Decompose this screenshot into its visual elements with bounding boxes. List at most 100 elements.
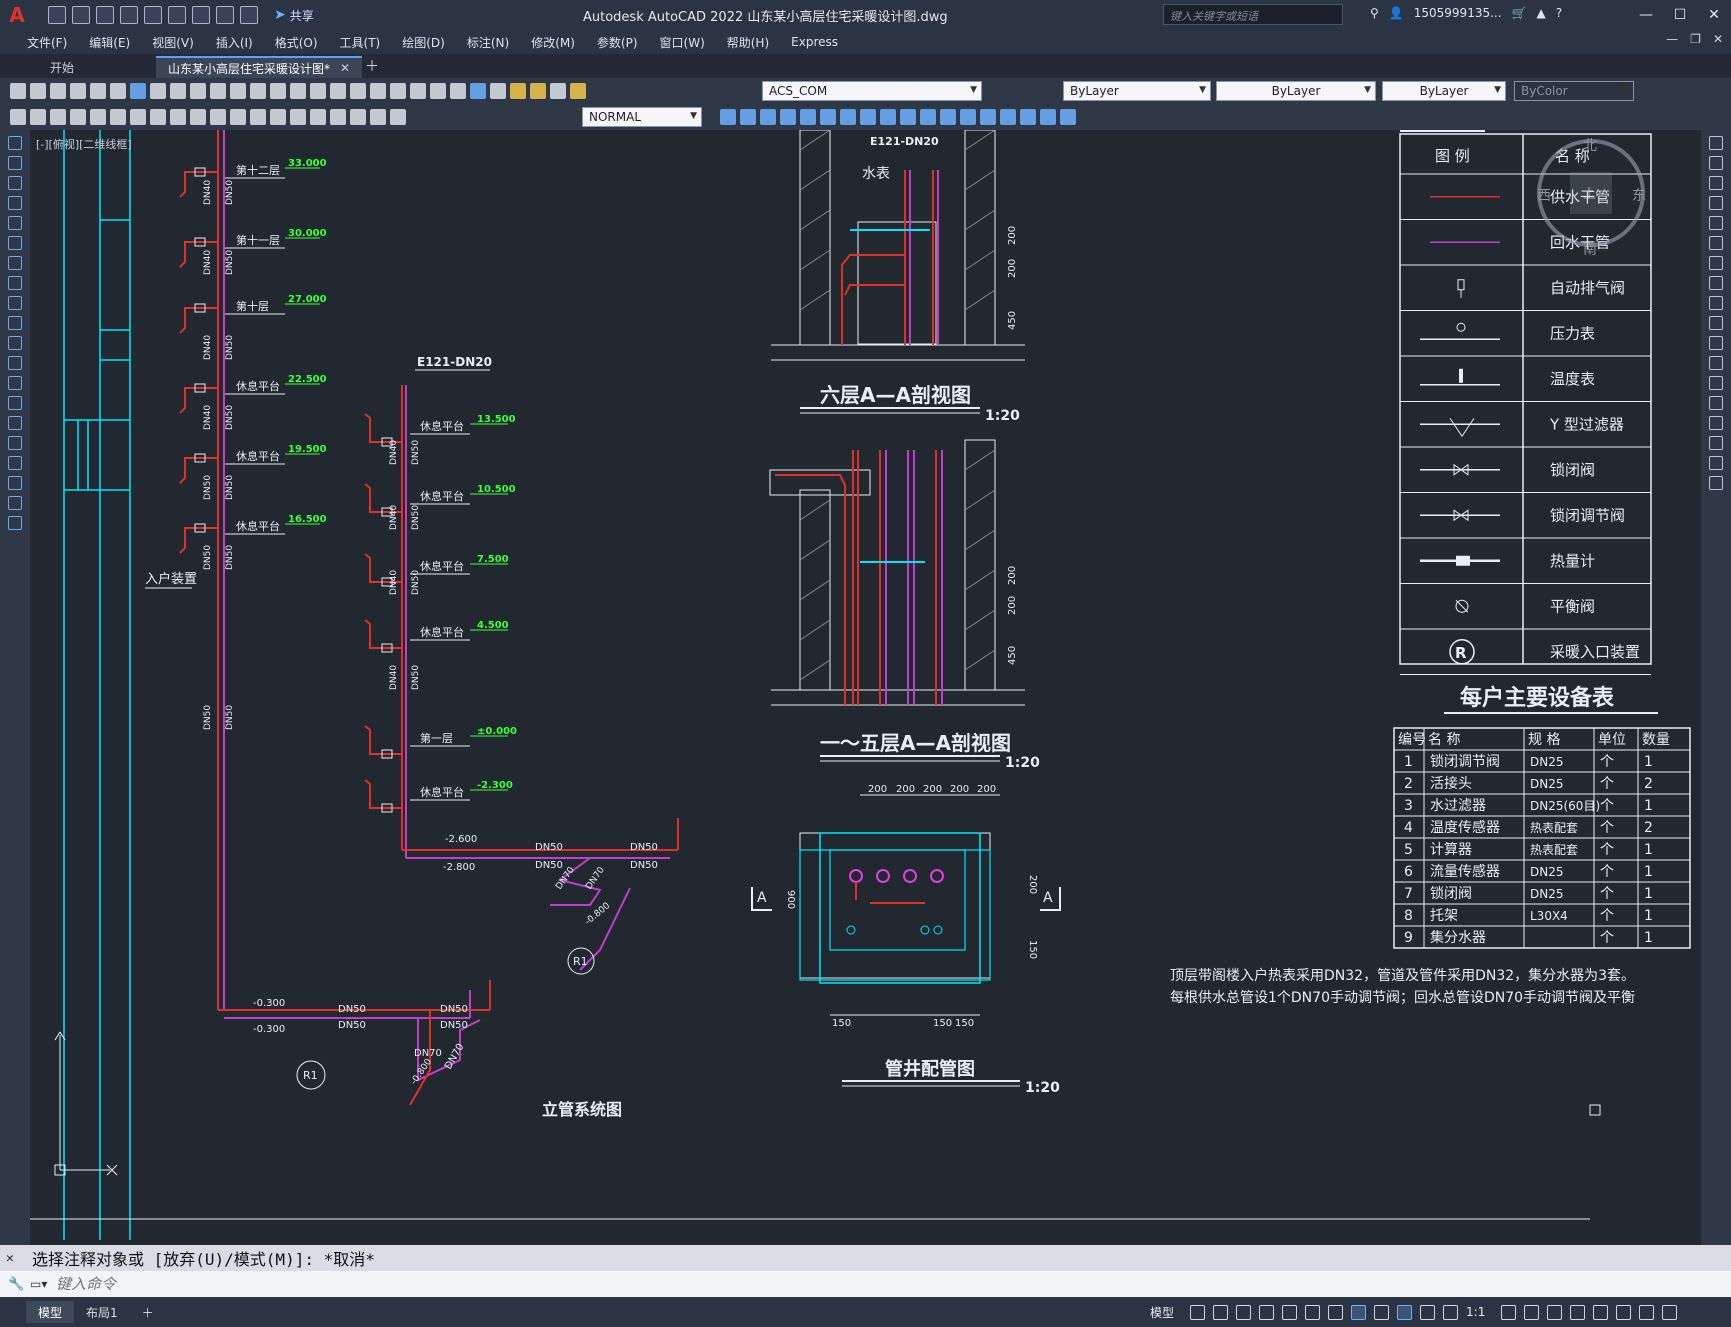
snap-icon[interactable]	[1213, 1304, 1229, 1320]
add-selected-icon[interactable]	[8, 516, 22, 530]
tab-drawing[interactable]: 山东某小高层住宅采暖设计图*✕	[156, 56, 363, 78]
r-break-icon[interactable]	[1709, 376, 1723, 390]
stretch-icon[interactable]	[880, 109, 896, 125]
minimize-icon[interactable]: —	[1639, 7, 1653, 23]
r-scale-icon[interactable]	[1709, 276, 1723, 290]
drawing-canvas[interactable]: [-][俯视][二维线框]	[30, 130, 1701, 1245]
object-track-icon[interactable]	[1305, 1304, 1321, 1320]
dim-break-icon[interactable]	[250, 109, 266, 125]
menu-parametric[interactable]: 参数(P)	[596, 35, 638, 50]
design-center-icon[interactable]	[370, 83, 386, 99]
r-move-icon[interactable]	[1709, 236, 1723, 250]
search-icon[interactable]: ⚲	[1370, 6, 1379, 20]
lock-icon[interactable]	[570, 83, 586, 99]
xline-icon[interactable]	[8, 156, 22, 170]
region-icon[interactable]	[8, 456, 22, 470]
publish-icon[interactable]	[110, 83, 126, 99]
tb-help-icon[interactable]	[470, 83, 486, 99]
array-icon[interactable]	[800, 109, 816, 125]
menu-file[interactable]: 文件(F)	[27, 35, 68, 50]
open-file-icon[interactable]	[30, 83, 46, 99]
r-array-icon[interactable]	[1709, 216, 1723, 230]
lineweight-icon[interactable]	[1374, 1304, 1390, 1320]
polyline-icon[interactable]	[8, 176, 22, 190]
match-prop-icon[interactable]	[190, 83, 206, 99]
gradient-icon[interactable]	[8, 436, 22, 450]
r-blend-icon[interactable]	[1709, 456, 1723, 470]
r-rotate-icon[interactable]	[1709, 256, 1723, 270]
command-prompt-icon[interactable]: ▭▾	[30, 1277, 48, 1291]
scale-icon[interactable]	[860, 109, 876, 125]
draworder-icon[interactable]	[1040, 109, 1056, 125]
tool-palette-icon[interactable]	[390, 83, 406, 99]
markup-icon[interactable]	[430, 83, 446, 99]
grid-icon[interactable]	[1190, 1304, 1206, 1320]
print-icon[interactable]	[70, 83, 86, 99]
lineweight-combo[interactable]: ByLayer▼	[1382, 81, 1506, 101]
doc-restore-icon[interactable]: ❐	[1690, 32, 1701, 46]
dim-text-edit-icon[interactable]	[370, 109, 386, 125]
close-command-icon[interactable]: ✕	[6, 1250, 14, 1266]
r-join-icon[interactable]	[1709, 396, 1723, 410]
tb-undo-icon[interactable]	[230, 83, 246, 99]
inspect-icon[interactable]	[310, 109, 326, 125]
help-icon[interactable]: ?	[1555, 6, 1563, 20]
ellipse-arc-icon[interactable]	[8, 336, 22, 350]
save-as-icon[interactable]	[120, 6, 138, 24]
customize-icon[interactable]	[1662, 1304, 1678, 1320]
units-icon[interactable]	[1547, 1304, 1563, 1320]
r-fillet-icon[interactable]	[1709, 436, 1723, 450]
doc-close-icon[interactable]: ✕	[1712, 32, 1723, 46]
dim-continue-icon[interactable]	[210, 109, 226, 125]
paste-icon[interactable]	[170, 83, 186, 99]
sheet-set-icon[interactable]	[410, 83, 426, 99]
tab-close-icon[interactable]: ✕	[340, 61, 351, 75]
share-button[interactable]: ➤共享	[274, 7, 314, 23]
dim-aligned-icon[interactable]	[30, 109, 46, 125]
autocad-logo[interactable]: A	[9, 3, 25, 27]
menu-window[interactable]: 窗口(W)	[659, 35, 705, 50]
textstyle-combo[interactable]: NORMAL▼	[582, 107, 702, 127]
maximize-icon[interactable]: ☐	[1673, 7, 1687, 23]
viewport-controls[interactable]: [-][俯视][二维线框]	[36, 138, 132, 151]
r-trim-icon[interactable]	[1709, 316, 1723, 330]
menu-format[interactable]: 格式(O)	[274, 35, 318, 50]
annotation-scale-value[interactable]: 1:1	[1466, 1305, 1486, 1319]
osnap-icon[interactable]	[1328, 1304, 1344, 1320]
jogged-linear-icon[interactable]	[330, 109, 346, 125]
preview-icon[interactable]	[90, 83, 106, 99]
menu-express[interactable]: Express	[791, 35, 838, 49]
dim-baseline-icon[interactable]	[190, 109, 206, 125]
fullscreen-icon[interactable]	[1639, 1304, 1655, 1320]
polar-icon[interactable]	[1259, 1304, 1275, 1320]
properties-icon[interactable]	[350, 83, 366, 99]
pan-icon[interactable]	[270, 83, 286, 99]
autodesk-app-icon[interactable]: ▲	[1536, 6, 1546, 20]
fillet-icon[interactable]	[1000, 109, 1016, 125]
linetype-combo[interactable]: ByLayer▼	[1216, 81, 1376, 101]
workspace-gear-icon[interactable]	[1501, 1304, 1517, 1320]
annotation-scale-icon[interactable]	[1443, 1304, 1459, 1320]
tab-model[interactable]: 模型	[26, 1301, 75, 1323]
erase-icon[interactable]	[720, 109, 736, 125]
r-explode-icon[interactable]	[1709, 476, 1723, 490]
mtext-icon[interactable]	[8, 496, 22, 510]
table-icon[interactable]	[8, 476, 22, 490]
cut-icon[interactable]	[130, 83, 146, 99]
hardware-accel-icon[interactable]	[1616, 1304, 1632, 1320]
dim-jogged-icon[interactable]	[110, 109, 126, 125]
join-icon[interactable]	[960, 109, 976, 125]
web-open-icon[interactable]	[144, 6, 162, 24]
r-offset-icon[interactable]	[1709, 196, 1723, 210]
menu-insert[interactable]: 插入(I)	[215, 35, 253, 50]
point-icon[interactable]	[8, 396, 22, 410]
trim-icon[interactable]	[900, 109, 916, 125]
move-icon[interactable]	[820, 109, 836, 125]
arc-icon[interactable]	[8, 236, 22, 250]
tab-layout1[interactable]: 布局1	[86, 1305, 118, 1320]
new-icon[interactable]	[48, 6, 66, 24]
insert-block-icon[interactable]	[8, 356, 22, 370]
viewcube[interactable]: 北 东 南 西 上	[1537, 138, 1646, 258]
plotstyle-combo[interactable]: ByColor▼	[1514, 81, 1634, 101]
ortho-icon[interactable]	[1236, 1304, 1252, 1320]
